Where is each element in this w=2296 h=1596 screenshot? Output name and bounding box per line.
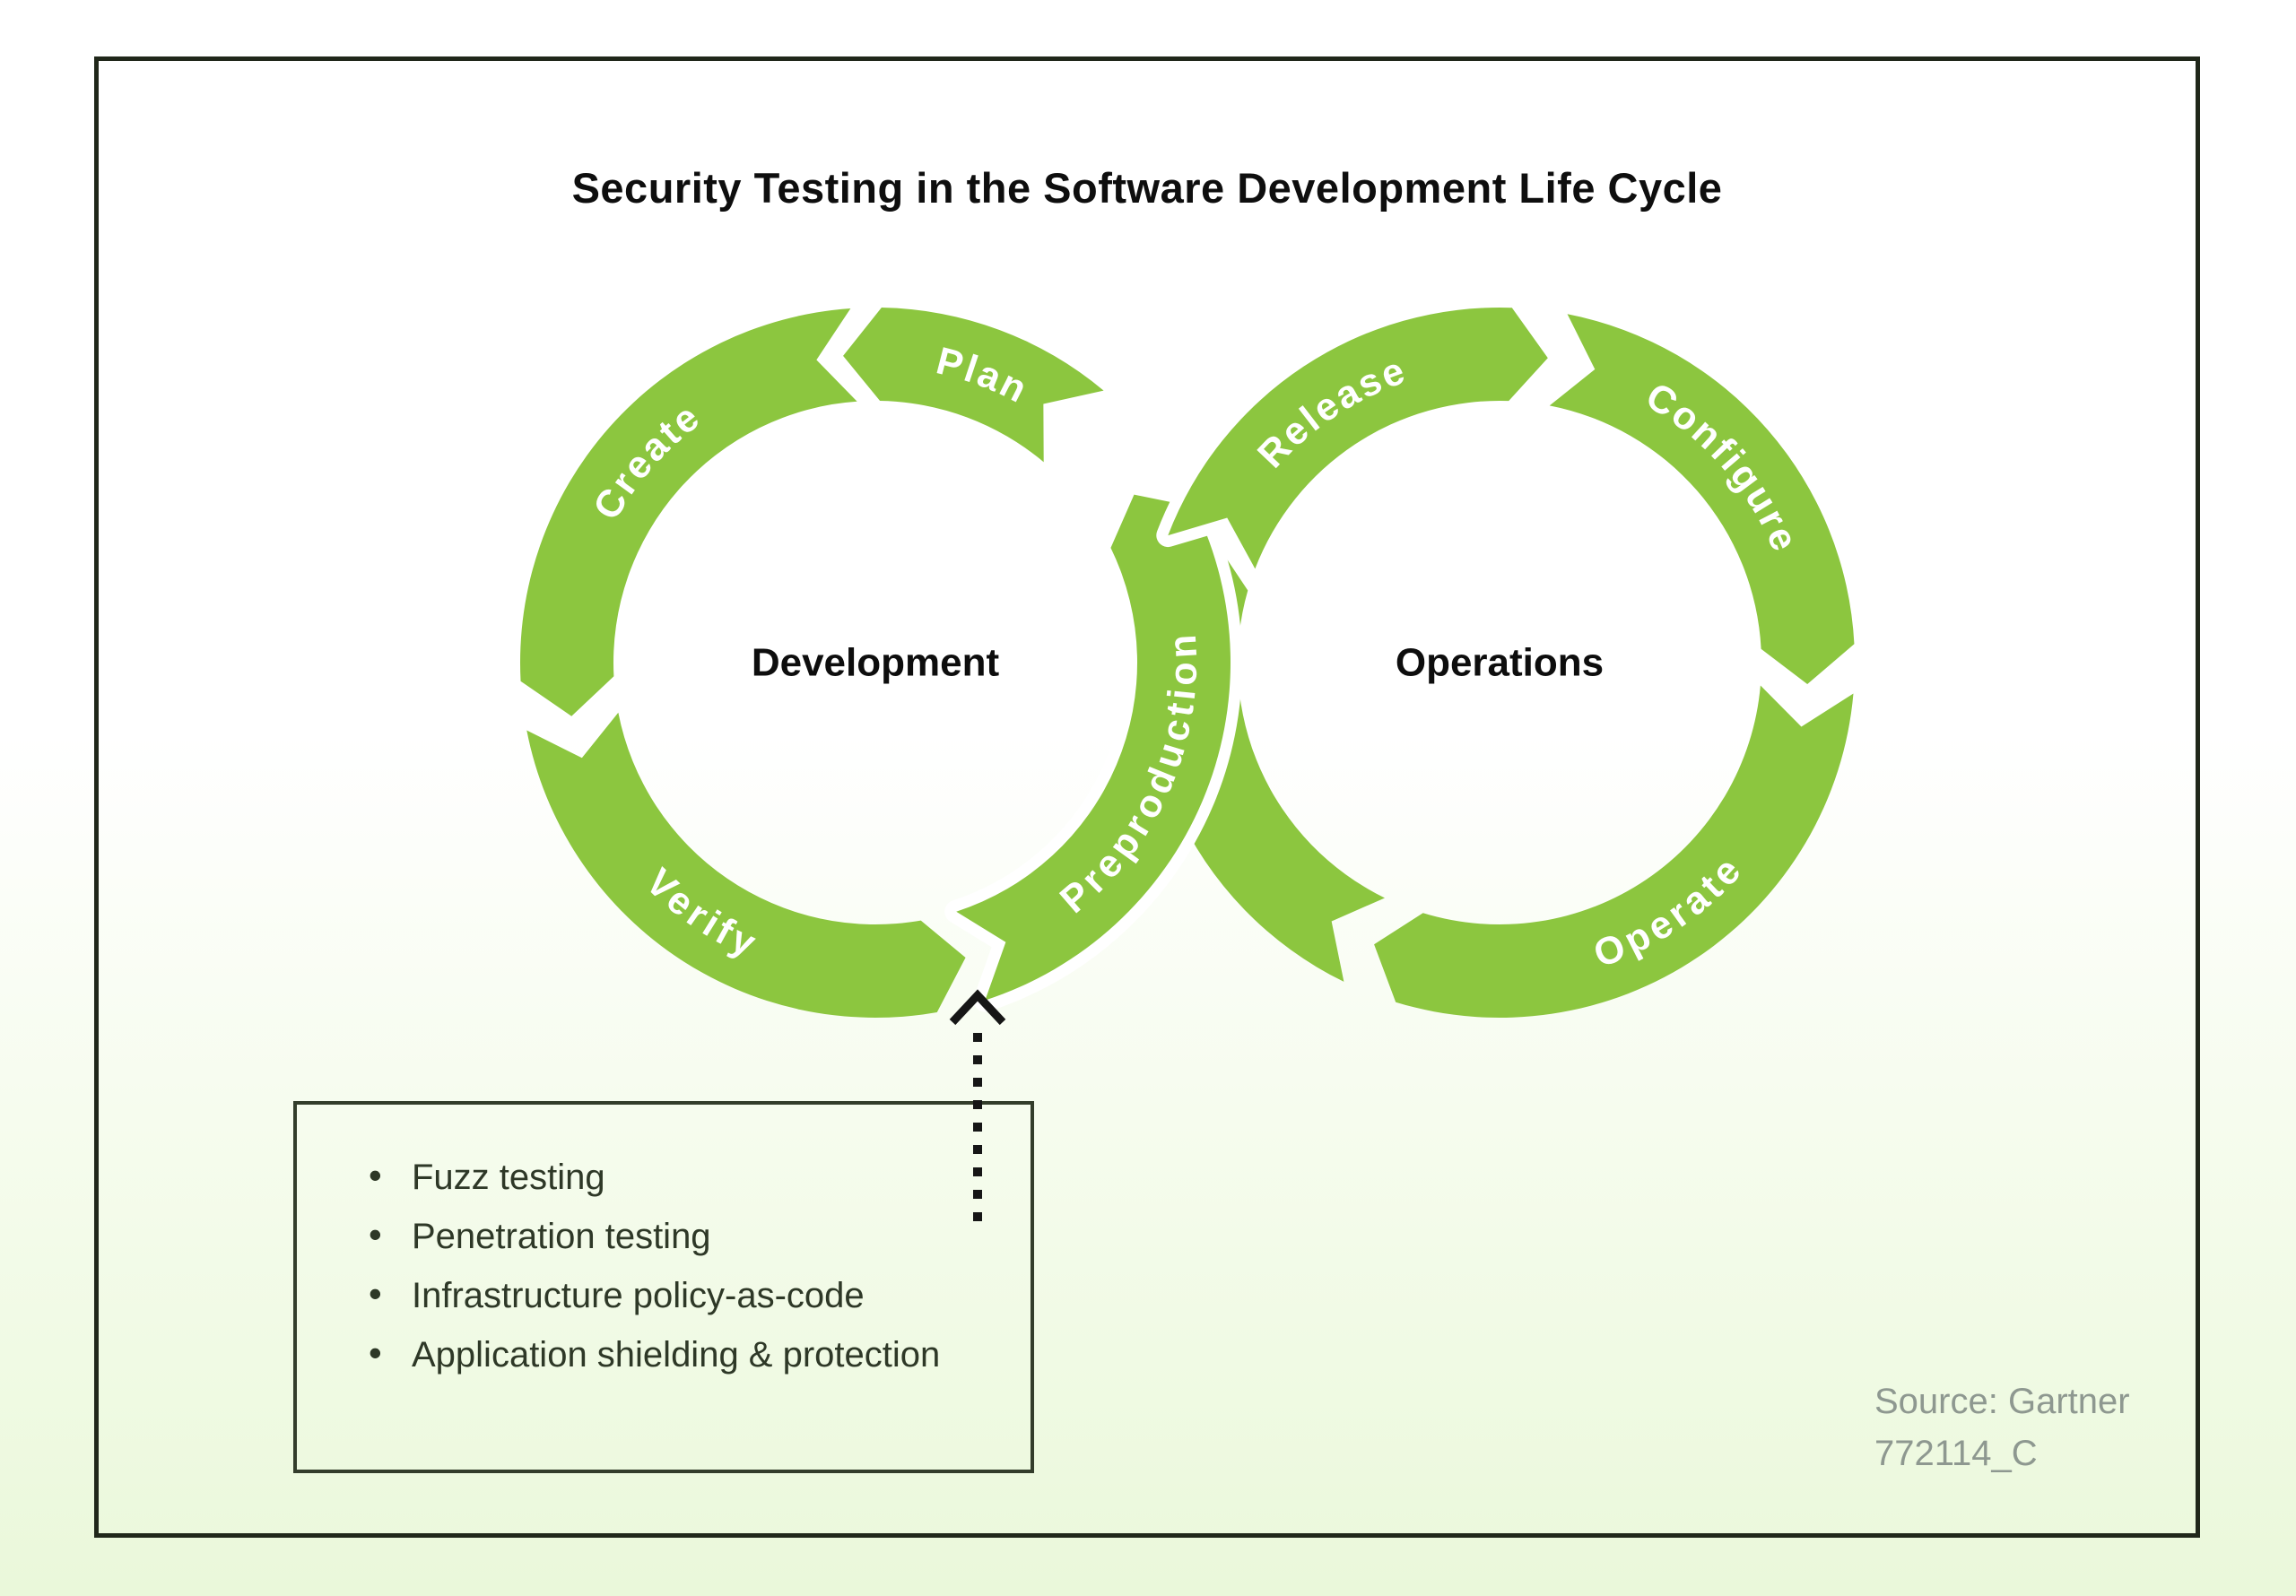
source-code: 772114_C — [1874, 1434, 2038, 1473]
segment-plan — [843, 308, 1104, 463]
list-item: Application shielding & protection — [369, 1323, 986, 1384]
arrow-head-icon — [949, 989, 1006, 1026]
page-title: Security Testing in the Software Develop… — [571, 164, 1723, 212]
source-line: Source: Gartner — [1874, 1382, 2130, 1421]
operations-label: Operations — [1396, 641, 1604, 685]
segment-create — [520, 308, 857, 716]
development-label: Development — [752, 641, 1000, 685]
segment-preproduction — [956, 494, 1231, 1001]
segment-operate — [1374, 685, 1854, 1018]
list-item: Infrastructure policy-as-code — [369, 1264, 986, 1325]
callout-box: Fuzz testingPenetration testingInfrastru… — [293, 1101, 1034, 1473]
segment-configure — [1549, 314, 1855, 684]
segment-release — [1168, 308, 1548, 569]
source-note: Source: Gartner 772114_C — [1874, 1375, 2130, 1479]
list-item: Fuzz testing — [369, 1146, 986, 1207]
callout-arrow — [949, 989, 1006, 1230]
frame-border — [94, 56, 2200, 1538]
callout-list: Fuzz testingPenetration testingInfrastru… — [297, 1105, 986, 1384]
list-item: Penetration testing — [369, 1205, 986, 1266]
segment-verify — [526, 712, 966, 1019]
